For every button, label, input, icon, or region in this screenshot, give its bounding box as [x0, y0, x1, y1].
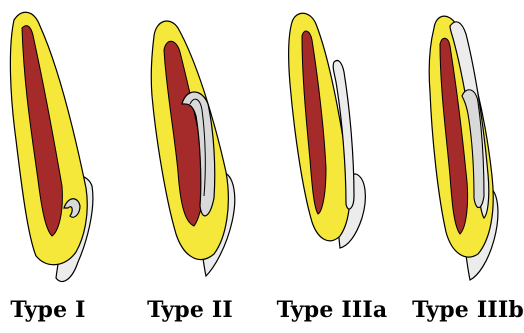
tooth-type-iiia	[289, 13, 366, 248]
caption-type-iiia: Type IIIa	[277, 297, 388, 323]
caption-type-ii: Type II	[147, 297, 233, 323]
tooth-type-ii	[151, 21, 235, 276]
tooth-type-iiib	[429, 16, 498, 280]
tooth-type-i	[10, 12, 93, 281]
caption-type-iiib: Type IIIb	[412, 297, 524, 323]
caption-type-i: Type I	[10, 297, 85, 323]
